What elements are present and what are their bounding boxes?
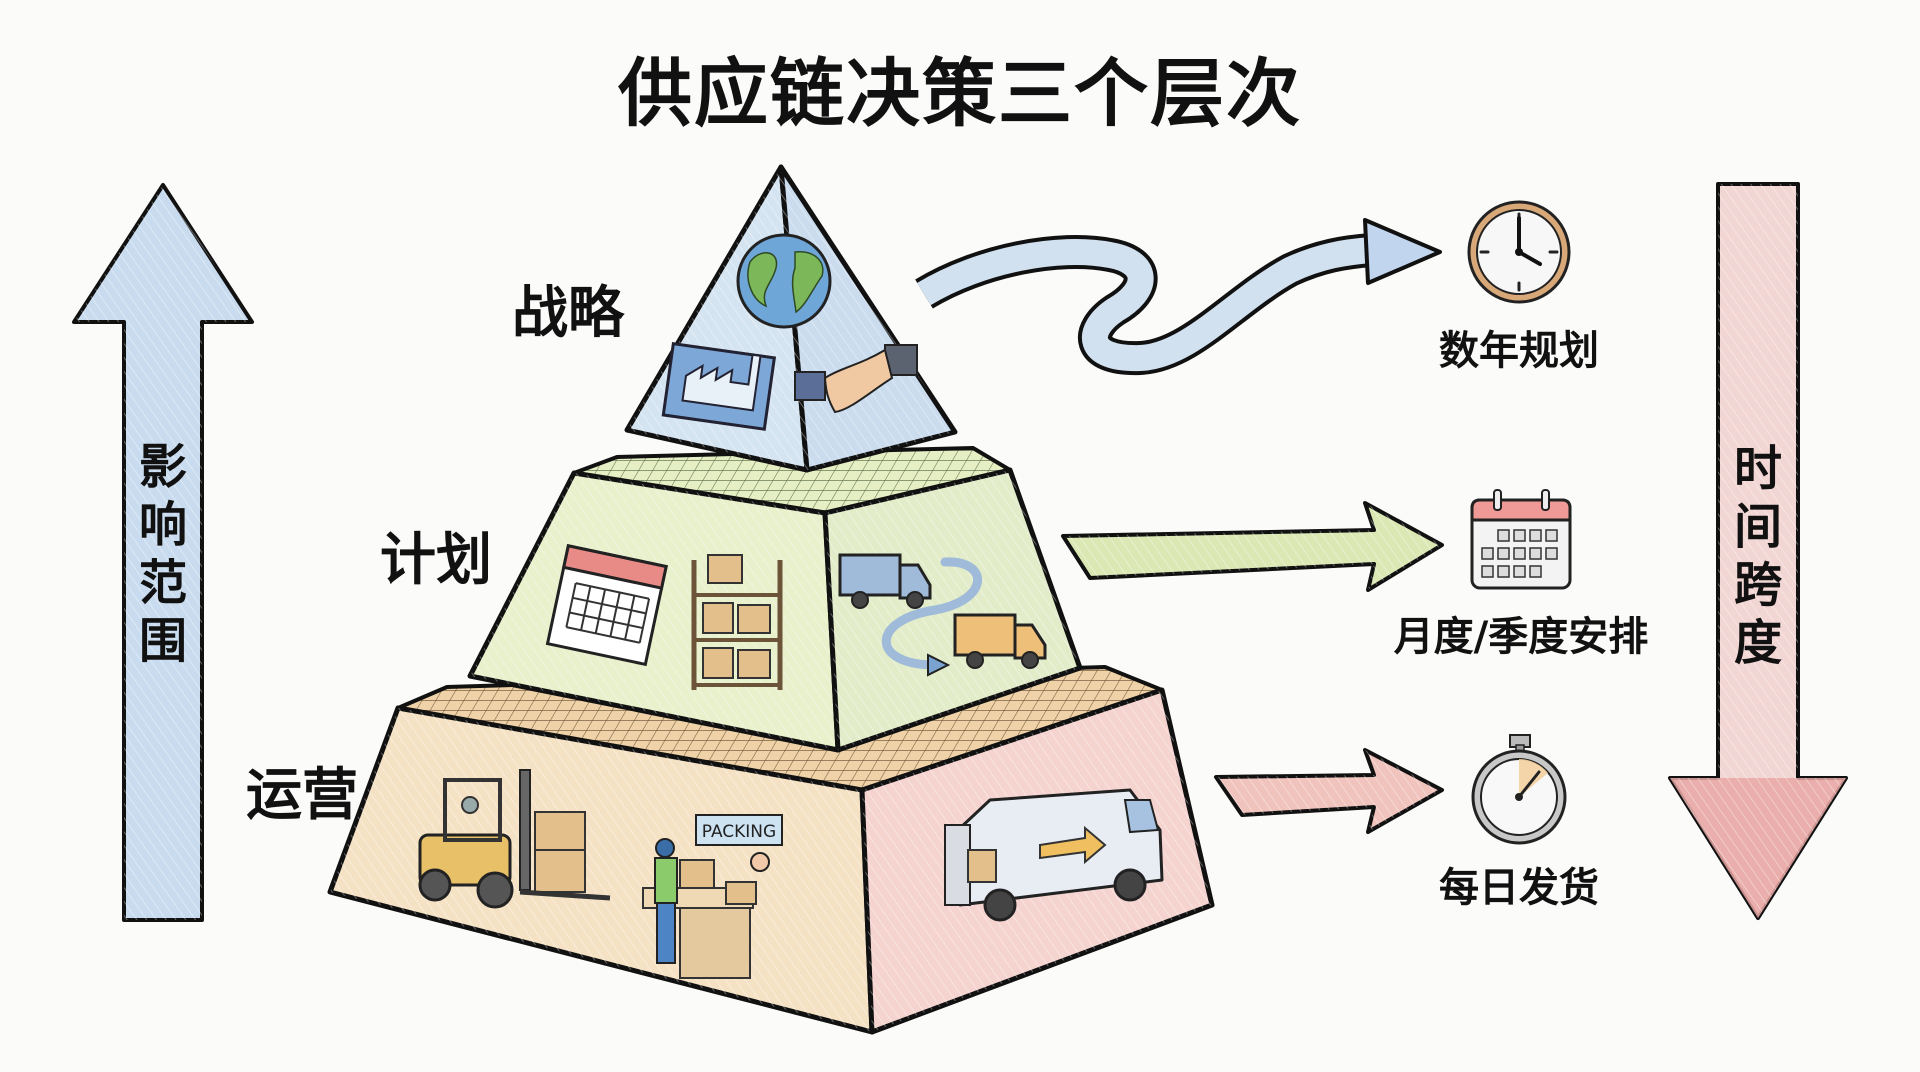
calendar-day-cell (1545, 529, 1558, 542)
packing-sign-label: PACKING (702, 822, 776, 842)
calendar-day-cell (1529, 547, 1542, 560)
forklift-icon (418, 769, 611, 909)
clock-icon (1467, 200, 1571, 304)
tier-label-strategy: 战略 (512, 281, 624, 346)
packing-station-icon: PACKING (642, 814, 783, 979)
planning-time-arrow (1061, 501, 1444, 592)
impact-range-label: 影响范围 (138, 439, 187, 669)
calendar-day-cell (1513, 565, 1526, 578)
operations-time-arrow (1214, 748, 1444, 834)
calendar-day-cell (1497, 529, 1510, 542)
stopwatch-icon (1471, 734, 1567, 845)
calendar-icon (545, 544, 668, 667)
warehouse-shelf-icon (691, 554, 783, 690)
calendar-day-cell (1481, 565, 1494, 578)
calendar-day-cell (1545, 547, 1558, 560)
calendar-day-cell (1513, 547, 1526, 560)
calendar-day-cell (1497, 565, 1510, 578)
diagram-title: 供应链决策三个层次 (618, 51, 1302, 137)
truck-route-icon (838, 553, 1047, 677)
calendar-day-cell (1529, 565, 1542, 578)
globe-icon (736, 233, 832, 329)
impact-range-arrow (72, 183, 254, 922)
calendar-schedule-icon (1470, 489, 1572, 590)
strategy-time-arrow (915, 218, 1442, 376)
handshake-icon (794, 344, 918, 414)
pyramid-tier-strategy (624, 164, 958, 473)
calendar-day-cell (1513, 529, 1526, 542)
calendar-day-cell (1481, 547, 1494, 560)
time-span-label: 时间跨度 (1733, 441, 1782, 671)
calendar-day-cell (1529, 529, 1542, 542)
factory-blueprint-icon (661, 341, 777, 431)
time-span-arrow (1668, 182, 1848, 920)
calendar-day-cell (1497, 547, 1510, 560)
time-label-monthly-quarterly: 月度/季度安排 (1393, 614, 1649, 660)
delivery-van-icon (944, 788, 1164, 922)
time-label-daily: 每日发货 (1439, 865, 1599, 911)
tier-label-planning: 计划 (380, 528, 492, 593)
pyramid-tier-planning (467, 446, 1083, 753)
time-label-years: 数年规划 (1439, 328, 1599, 374)
tier-label-operations: 运营 (246, 763, 358, 828)
